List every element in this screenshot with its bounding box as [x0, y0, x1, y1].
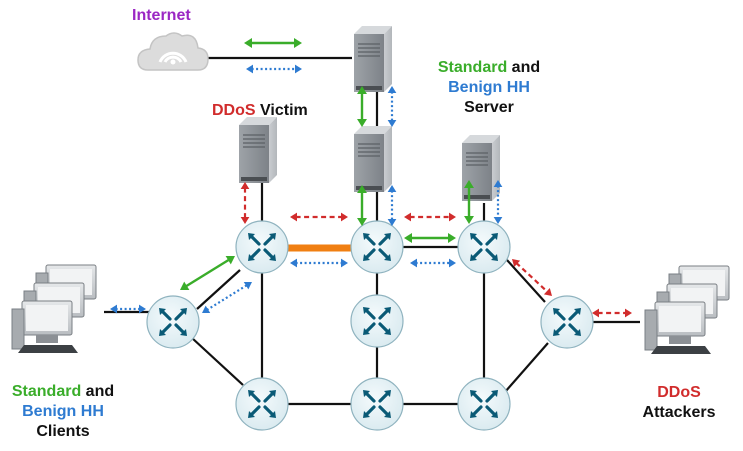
victim-ddos-text: DDoS [212, 102, 256, 119]
standard-traffic-arrow [180, 255, 235, 291]
hh-server-icon [462, 135, 500, 201]
benign-hh-traffic-arrow [246, 64, 302, 74]
attackers-label: DDoS Attackers [628, 383, 730, 423]
router-icon [146, 295, 200, 349]
link-edge-r4 [191, 337, 244, 386]
benign-hh-traffic-arrow [493, 180, 503, 224]
clients-benign-text: Benign HH [22, 403, 104, 420]
server-name-text: Server [464, 99, 514, 116]
benign-hh-traffic-arrow [290, 258, 348, 268]
victim-label: DDoS Victim [212, 101, 308, 121]
router-icon [235, 220, 289, 274]
router-icon [457, 220, 511, 274]
benign-hh-traffic-arrow [410, 258, 456, 268]
ddos-traffic-arrow [290, 212, 348, 222]
link-r7-r8 [504, 342, 549, 393]
core-server-icon [354, 126, 392, 192]
attackers-name-text: Attackers [642, 404, 716, 421]
internet-label: Internet [132, 7, 191, 24]
benign-hh-traffic-arrow [387, 86, 397, 127]
router-icon [350, 294, 404, 348]
standard-traffic-arrow [464, 180, 474, 224]
attackers-ddos-text: DDoS [657, 384, 701, 401]
ddos-traffic-arrow [240, 182, 250, 224]
server-label: Standard and Benign HH Server [424, 58, 554, 118]
clients-and-text: and [81, 383, 115, 400]
link-r3-r8 [506, 259, 546, 303]
cloud-icon [137, 32, 209, 71]
traffic-arrows [110, 38, 632, 318]
standard-traffic-arrow [404, 233, 456, 243]
server-and-text: and [507, 59, 541, 76]
ddos-traffic-arrow [512, 259, 552, 296]
router-icon [350, 220, 404, 274]
clients-standard-text: Standard [11, 383, 82, 400]
benign-hh-traffic-arrow [202, 282, 252, 313]
benign-hh-traffic-arrow [110, 304, 146, 314]
ddos-traffic-arrow [404, 212, 456, 222]
routers [146, 220, 594, 431]
ddos-traffic-arrow [592, 308, 632, 318]
victim-rest-text: Victim [255, 102, 308, 119]
standard-traffic-arrow [357, 185, 367, 226]
server-standard-text: Standard [437, 59, 508, 76]
router-icon [350, 377, 404, 431]
client-workstations-icon [11, 264, 97, 353]
standard-traffic-arrow [244, 38, 302, 48]
victim-server-icon [239, 117, 277, 183]
benign-hh-traffic-arrow [387, 185, 397, 226]
gateway-server-icon [354, 26, 392, 92]
router-icon [235, 377, 289, 431]
router-icon [540, 295, 594, 349]
server-benign-text: Benign HH [448, 79, 530, 96]
link-edge-r1 [196, 269, 241, 310]
attacker-workstations-icon [644, 265, 730, 354]
standard-traffic-arrow [357, 86, 367, 127]
clients-name-text: Clients [36, 423, 90, 440]
clients-label: Standard and Benign HH Clients [0, 382, 126, 442]
router-icon [457, 377, 511, 431]
